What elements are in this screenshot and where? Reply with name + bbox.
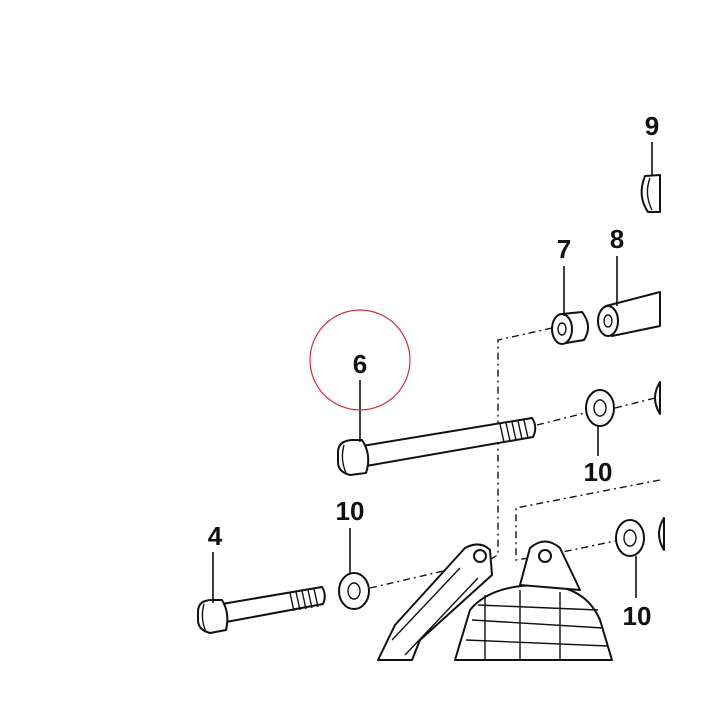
spacer-part-7 xyxy=(551,311,589,345)
bolt-part-6 xyxy=(337,417,537,476)
callout-part-8: 8 xyxy=(610,224,624,254)
callout-part-10-upper: 10 xyxy=(584,457,613,487)
bolt-part-4 xyxy=(197,586,326,634)
bushing-part-9 xyxy=(640,174,661,213)
callout-part-7: 7 xyxy=(557,234,571,264)
washer-part-10-left xyxy=(338,572,370,610)
callout-part-10-lower: 10 xyxy=(623,601,652,631)
highlight-circle-part-6 xyxy=(309,309,411,411)
callout-part-10-left: 10 xyxy=(336,496,365,526)
callout-part-4: 4 xyxy=(208,521,223,551)
washer-part-10-lower xyxy=(615,519,645,557)
sleeve-part-8 xyxy=(597,291,661,337)
callout-part-9: 9 xyxy=(645,111,659,141)
mounting-bracket xyxy=(377,540,613,661)
washer-edge-right-upper xyxy=(654,381,661,415)
leader-lines xyxy=(212,142,653,603)
callout-part-6: 6 xyxy=(353,349,367,379)
washer-part-10-upper xyxy=(585,389,615,427)
callout-labels: 4 6 7 8 9 10 10 10 xyxy=(208,111,659,631)
washer-edge-right-lower xyxy=(658,517,665,551)
